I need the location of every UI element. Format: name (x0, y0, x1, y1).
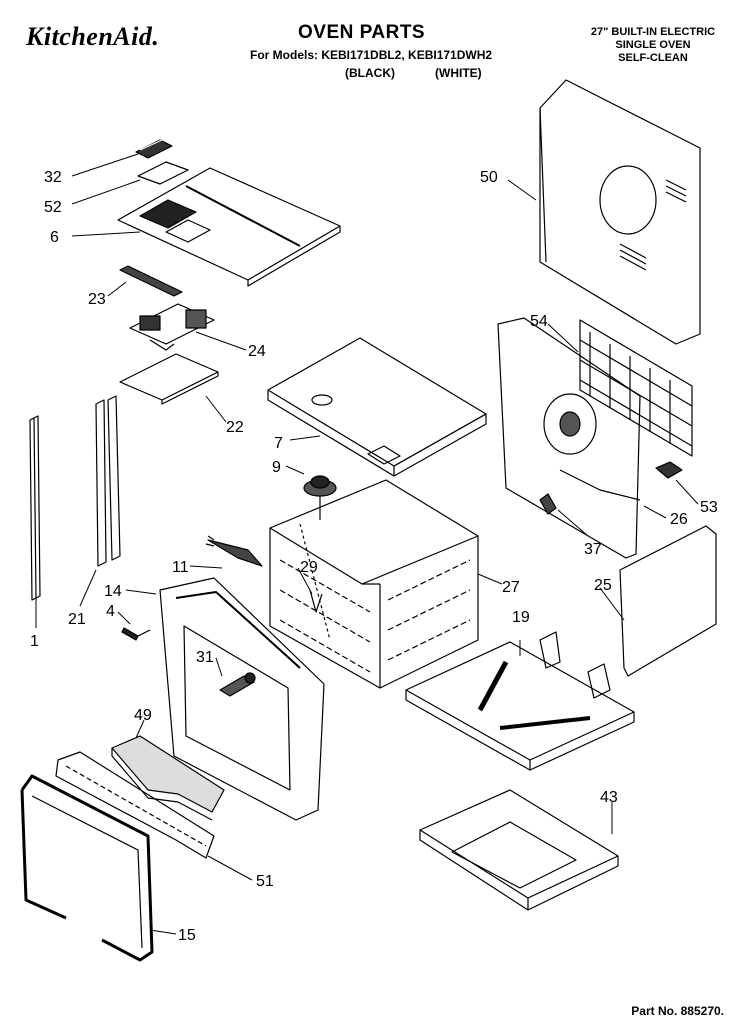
part-43-lower-tray (419, 789, 619, 911)
part-29-element (309, 589, 323, 613)
part-25-side-panel (619, 525, 717, 677)
callout-21: 21 (68, 611, 86, 628)
color-black-label: (BLACK) (345, 66, 395, 80)
part-6-top-panel (117, 167, 341, 287)
callout-51: 51 (256, 873, 274, 890)
part-15-gasket (20, 774, 154, 962)
part-9-fan (303, 475, 337, 520)
page-title: OVEN PARTS (298, 22, 426, 43)
callout-19: 19 (512, 609, 530, 626)
callout-52: 52 (44, 199, 62, 216)
color-white-label: (WHITE) (435, 66, 482, 80)
callout-6: 6 (50, 229, 59, 246)
part-21-frame-side (95, 395, 121, 567)
callout-37: 37 (584, 541, 602, 558)
callout-29: 29 (300, 559, 318, 576)
part-11-sensor (205, 535, 263, 567)
callout-26: 26 (670, 511, 688, 528)
appliance-spec: 27" BUILT-IN ELECTRIC SINGLE OVEN SELF-C… (578, 26, 728, 65)
part-23-bracket (119, 265, 183, 297)
part-50-back-panel (539, 79, 701, 345)
callout-1: 1 (30, 633, 39, 650)
part-number: Part No. 885270. (631, 1004, 724, 1018)
part-53-terminal (655, 461, 683, 479)
callout-54: 54 (530, 313, 548, 330)
spec-line-1: 27" BUILT-IN ELECTRIC (590, 26, 716, 38)
callout-23: 23 (88, 291, 106, 308)
callout-labels: 32 52 6 23 24 22 7 9 11 14 4 1 21 29 31 … (30, 169, 718, 944)
part-31-light (219, 672, 256, 697)
callout-43: 43 (600, 789, 618, 806)
callout-7: 7 (274, 435, 283, 452)
callout-22: 22 (226, 419, 244, 436)
callout-49: 49 (134, 707, 152, 724)
part-37-clip (539, 493, 557, 515)
part-52-shield (137, 161, 189, 185)
callout-15: 15 (178, 927, 196, 944)
part-22-plate (119, 353, 219, 405)
callout-53: 53 (700, 499, 718, 516)
callout-24: 24 (248, 343, 266, 360)
part-26-rear-frame (497, 317, 641, 559)
part-32-bracket (135, 139, 173, 159)
callout-11: 11 (172, 559, 189, 576)
part-19-bottom-tray (405, 631, 635, 771)
leader-lines (35, 153, 699, 935)
part-51-trim (55, 751, 215, 859)
callout-32: 32 (44, 169, 62, 186)
models-line: For Models: KEBI171DBL2, KEBI171DWH2 (250, 48, 493, 62)
callout-27: 27 (502, 579, 520, 596)
part-24-terminal-block (129, 303, 215, 351)
callout-4: 4 (106, 603, 115, 620)
brand-logo: KitchenAid. (26, 22, 160, 51)
part-7-chassis-top (267, 337, 487, 477)
part-27-oven-cavity (269, 479, 479, 689)
part-49-vent (111, 735, 225, 821)
part-54-insulation (579, 319, 693, 457)
spec-line-3: SELF-CLEAN (618, 52, 688, 64)
callout-31: 31 (196, 649, 214, 666)
callout-50: 50 (480, 169, 498, 186)
callout-14: 14 (104, 583, 122, 600)
callout-25: 25 (594, 577, 612, 594)
part-1-strip (29, 415, 41, 601)
part-14-front-frame (159, 577, 325, 821)
part-4-screw (121, 627, 151, 641)
spec-line-2: SINGLE OVEN (615, 39, 691, 51)
callout-9: 9 (272, 459, 281, 476)
